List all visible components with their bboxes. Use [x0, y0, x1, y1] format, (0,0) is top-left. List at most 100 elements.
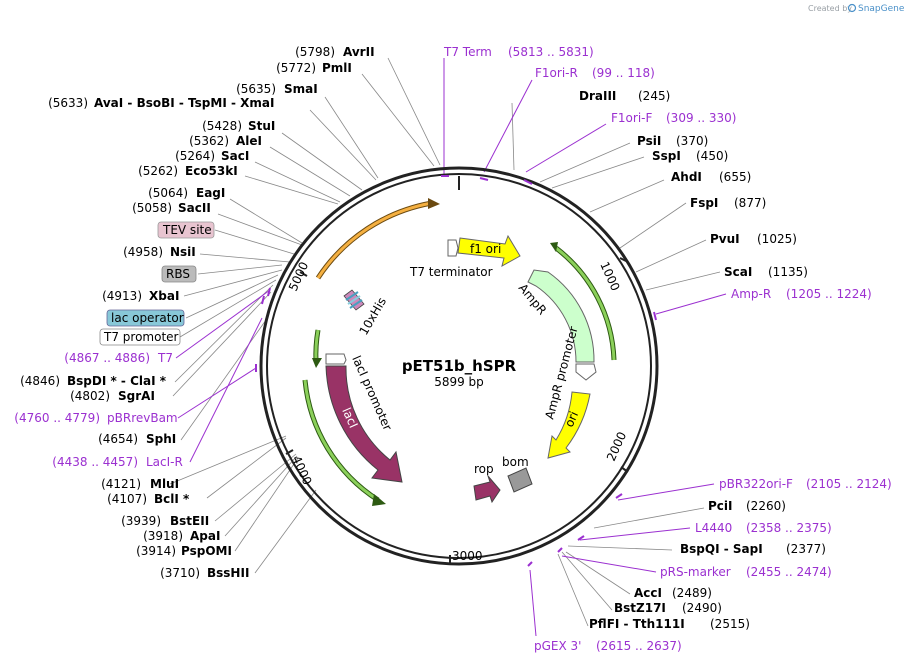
enzyme-pos: (3914): [136, 544, 176, 558]
enzyme-pos: (2260): [746, 499, 786, 513]
leader-line: [185, 274, 279, 319]
enzyme-name: BstZ17I: [614, 601, 666, 615]
enzyme-name: PsiI: [637, 134, 661, 148]
primer-name: LacI-R: [146, 455, 183, 469]
enzyme-name: SacI: [221, 149, 249, 163]
enzyme-pos: (5635): [236, 82, 276, 96]
leader-line: [645, 271, 721, 291]
primer-leader: [189, 317, 263, 463]
enzyme-pos: (5064): [148, 186, 188, 200]
plasmid-length: 5899 bp: [434, 375, 484, 389]
t7-terminator-label: T7 terminator: [409, 265, 493, 279]
enzyme-pos: (370): [676, 134, 708, 148]
primer-marker-f1ori-f: [523, 179, 533, 185]
tev-site-label: TEV site: [162, 223, 212, 237]
enzyme-pos: (4121): [101, 477, 141, 491]
leader-line: [557, 553, 589, 627]
enzyme-pos: (4958): [123, 245, 163, 259]
enzyme-pos: (5058): [132, 201, 172, 215]
tick-2000: [620, 466, 629, 473]
green-arc-right-arrowhead: [550, 242, 558, 252]
leader-line: [281, 132, 363, 191]
snapgene-credit: Created by SnapGene: [808, 3, 905, 14]
enzyme-name: ScaI: [724, 265, 752, 279]
primer-leader: [655, 293, 727, 315]
leader-line: [589, 179, 665, 213]
primer-name: F1ori-R: [535, 66, 578, 80]
primer-name: pRS-marker: [660, 565, 731, 579]
primer-leader: [617, 483, 715, 501]
enzyme-name: XbaI: [149, 289, 179, 303]
primer-name: pGEX 3': [534, 639, 581, 653]
leader-line: [206, 437, 287, 499]
enzyme-pos: (1025): [757, 232, 797, 246]
enzyme-pos: (2377): [786, 542, 826, 556]
enzyme-pos: (655): [719, 170, 751, 184]
snapgene-logo-icon: [847, 3, 857, 13]
enzyme-name: SspI: [652, 149, 681, 163]
tick-label-1000: 1000: [597, 260, 622, 294]
enzyme-name: PmlI: [322, 61, 352, 75]
enzyme-pos: (2490): [682, 601, 722, 615]
leader-line: [214, 453, 297, 522]
primer-markers: [255, 175, 657, 567]
leader-line: [539, 142, 631, 183]
enzyme-name: ApaI: [190, 529, 220, 543]
primer-name: F1ori-F: [611, 111, 652, 125]
leader-line: [324, 96, 379, 179]
tick-5000: [299, 271, 308, 277]
leader-line: [619, 202, 687, 249]
enzyme-pos: (877): [734, 196, 766, 210]
primer-leader: [529, 569, 537, 637]
enzyme-name: FspI: [690, 196, 718, 210]
primer-marker-f1ori-r: [479, 177, 489, 181]
leader-line: [183, 269, 283, 297]
primer-name: pBRrevBam: [107, 411, 178, 425]
enzyme-name: AleI: [236, 134, 262, 148]
laci-feature: [325, 365, 403, 483]
primer-range: (2358 .. 2375): [746, 521, 832, 535]
enzyme-pos: (4846): [20, 374, 60, 388]
enzyme-name: PspOMI: [181, 544, 232, 558]
enzyme-name: AccI: [634, 586, 662, 600]
green-arc-left-small-arrowhead: [312, 358, 322, 368]
enzyme-name: SacII: [178, 201, 211, 215]
rbs-box: [161, 265, 197, 283]
enzyme-name: BspDI * - ClaI *: [67, 374, 167, 388]
backbone-inner-circle: [266, 173, 652, 559]
credit-prefix: Created by: [808, 4, 852, 13]
enzyme-pos: (2489): [672, 586, 712, 600]
leader-line: [172, 291, 272, 397]
plasmid-backbone: [259, 166, 659, 566]
leader-line: [197, 264, 283, 275]
tick-4000: [285, 449, 294, 455]
leader-line: [244, 175, 339, 205]
leader-line: [361, 73, 435, 167]
rbs-label: RBS: [166, 267, 190, 281]
primer-leader: [483, 79, 533, 173]
primer-range: (5813 .. 5831): [508, 45, 594, 59]
enzyme-name: AhdI: [671, 170, 702, 184]
his-stripe: [345, 291, 359, 301]
primer-marker-t7: [267, 287, 271, 297]
leader-line: [269, 146, 351, 197]
enzyme-pos: (4654): [98, 432, 138, 446]
leader-lines: [169, 57, 721, 627]
primer-marker-laci-r: [261, 295, 265, 305]
tick-label-4000: 4000: [289, 454, 314, 488]
t7-promoter-box: [99, 328, 181, 346]
primer-name: L4440: [695, 521, 732, 535]
primer-range: (4438 .. 4457): [52, 455, 138, 469]
bom-feature: [507, 467, 533, 493]
leader-line: [229, 198, 303, 244]
enzyme-pos: (1135): [768, 265, 808, 279]
enzyme-name: AvrII: [343, 45, 375, 59]
primer-leader: [579, 527, 691, 541]
laci-promoter-feature: [325, 353, 347, 365]
enzyme-name: BclI *: [154, 492, 190, 506]
leader-line: [511, 102, 515, 171]
leader-line: [179, 279, 277, 338]
leader-line: [169, 435, 287, 485]
left-primer-labels: (4867 .. 4886) T7 (4760 .. 4779) pBRrevB…: [14, 351, 183, 469]
